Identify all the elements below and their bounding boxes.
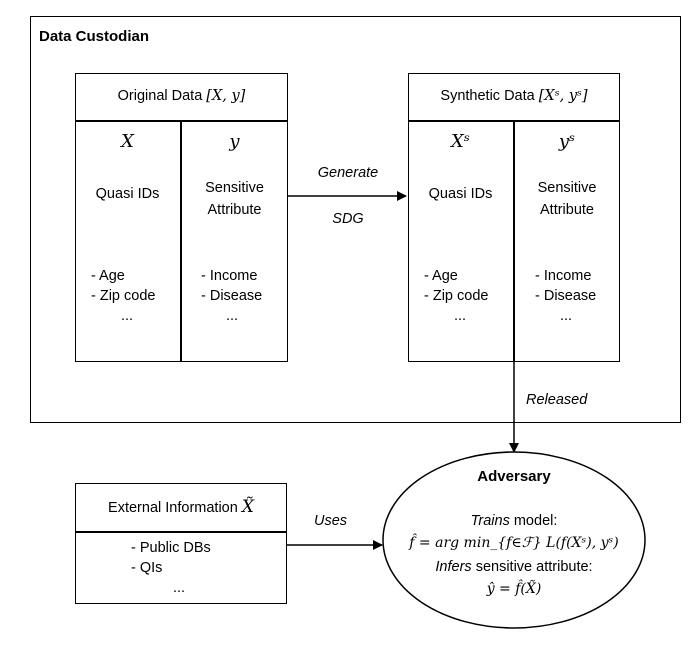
synthetic-col2-symbol: yˢ	[558, 131, 576, 152]
list-item: ...	[454, 308, 467, 324]
list-item: ...	[173, 580, 186, 596]
list-item: - Public DBs	[131, 540, 211, 556]
list-item: - Age	[91, 268, 125, 284]
list-item: - Zip code	[91, 288, 156, 304]
synthetic-col1-items: - Age - Zip code ...	[424, 266, 488, 326]
list-item: - Disease	[535, 288, 597, 304]
uses-label: Uses	[314, 513, 348, 529]
original-col2-items: - Income - Disease ...	[201, 266, 262, 326]
external-information-items: - Public DBs - QIs ...	[131, 538, 211, 598]
original-col2-symbol: y	[229, 131, 240, 152]
list-item: - QIs	[131, 560, 163, 576]
original-data-header-divider	[75, 120, 288, 122]
list-item: - Zip code	[424, 288, 489, 304]
data-custodian-title: Data Custodian	[39, 28, 150, 45]
adversary-prediction: ŷ = f̂(X̃)	[486, 581, 542, 597]
adversary-trains-line: Trains model:	[470, 513, 558, 529]
original-col2-heading: Sensitive Attribute	[205, 180, 264, 218]
adversary-title: Adversary	[477, 468, 551, 485]
synthetic-data-title-math: [Xˢ, yˢ]	[538, 88, 588, 104]
synthetic-col2-items: - Income - Disease ...	[535, 266, 596, 326]
synthetic-col1-symbol: Xˢ	[451, 131, 470, 152]
adversary-ellipse	[382, 451, 646, 629]
adversary-infers-line: Infers sensitive attribute:	[435, 559, 593, 575]
list-item: - Income	[535, 268, 592, 284]
list-item: - Disease	[201, 288, 263, 304]
list-item: - Age	[424, 268, 458, 284]
original-col1-symbol: X	[121, 131, 134, 152]
original-data-title: Original Data [X, y]	[117, 88, 246, 104]
original-data-column-divider	[180, 120, 182, 362]
original-data-title-math: [X, y]	[206, 88, 246, 104]
generate-label: Generate	[317, 165, 379, 181]
data-custodian-box	[30, 16, 681, 423]
list-item: ...	[121, 308, 134, 324]
external-information-box	[75, 483, 287, 604]
list-item: - Income	[201, 268, 258, 284]
external-information-title-math: X̃	[241, 497, 254, 517]
synthetic-col1-heading: Quasi IDs	[428, 186, 493, 202]
external-information-title: External Information X̃	[108, 497, 254, 517]
original-col1-items: - Age - Zip code ...	[91, 266, 155, 326]
synthetic-col2-heading: Sensitive Attribute	[537, 180, 597, 218]
synthetic-data-column-divider	[513, 120, 515, 362]
external-information-divider	[75, 531, 287, 533]
adversary-formula: f̂ = arg min_{f∈ℱ} L(f(Xˢ), yˢ)	[409, 535, 619, 551]
list-item: ...	[226, 308, 239, 324]
released-label: Released	[526, 392, 588, 408]
original-col1-heading: Quasi IDs	[95, 186, 160, 202]
sdg-label: SDG	[332, 211, 364, 227]
synthetic-data-title: Synthetic Data [Xˢ, yˢ]	[440, 88, 588, 104]
list-item: ...	[560, 308, 573, 324]
